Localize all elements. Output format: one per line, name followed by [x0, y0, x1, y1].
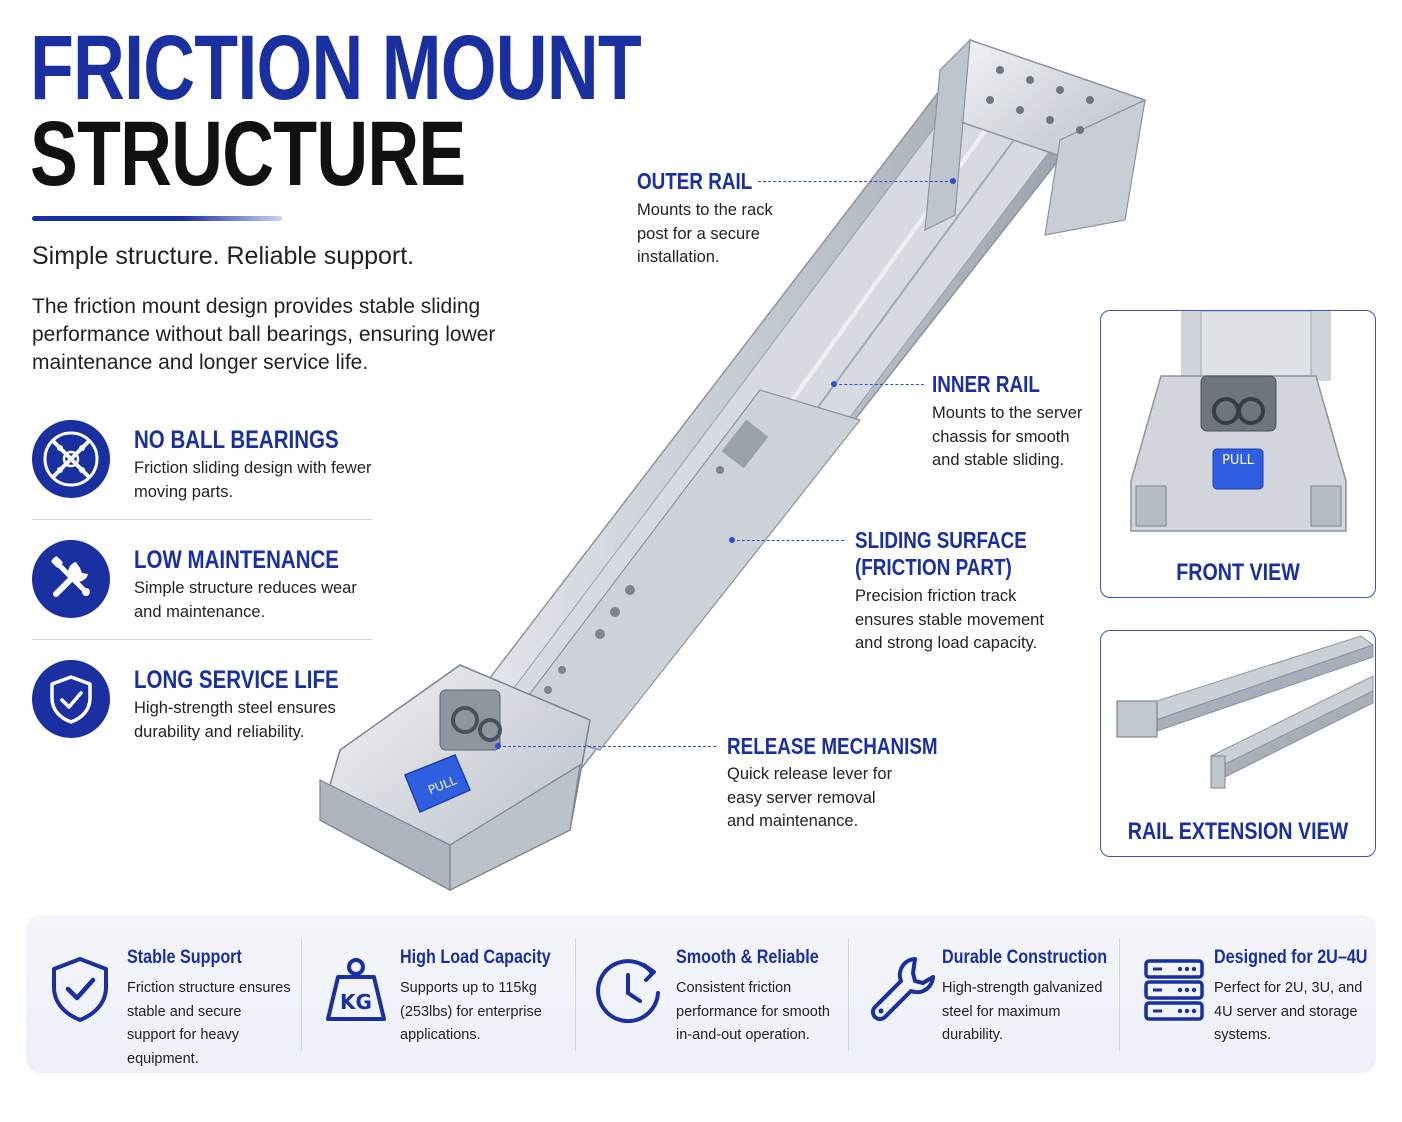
benefit-title: Smooth & Reliable [676, 947, 819, 968]
shield-check-icon [32, 660, 110, 738]
benefit-stable-support: Stable Support Friction structure ensure… [26, 915, 301, 1073]
feature-divider [32, 639, 372, 640]
benefit-title: High Load Capacity [400, 947, 551, 968]
shield-check-icon [52, 957, 108, 1022]
outer-rail-leader-dot [950, 178, 956, 184]
benefit-durable-construction: Durable Construction High-strength galva… [849, 915, 1119, 1073]
benefit-high-load-capacity: KG High Load Capacity Supports up to 115… [302, 915, 575, 1073]
release-lever: PULL [404, 754, 471, 813]
rear-mounting-bracket [924, 38, 1146, 236]
tools-icon [32, 540, 110, 618]
release-mechanism-leader-dot [495, 743, 501, 749]
rail-product-image: PULL [319, 38, 1146, 892]
intro-paragraph: The friction mount design provides stabl… [32, 295, 496, 374]
inner-rail-title: INNER RAIL [932, 371, 1040, 397]
rail-extension-image [1116, 635, 1375, 789]
benefit-title: Durable Construction [942, 947, 1108, 968]
release-mechanism-leader [498, 746, 716, 747]
feature-no-ball-bearings: NO BALL BEARINGS Friction sliding design… [32, 420, 372, 530]
benefit-text: Perfect for 2U, 3U, and 4U server and st… [1214, 980, 1363, 1043]
no-ball-bearings-icon [32, 420, 110, 498]
feature-text: Simple structure reduces wear and mainte… [134, 579, 357, 621]
wrench-icon [870, 957, 935, 1022]
sliding-surface-leader-dot [729, 537, 735, 543]
feature-title: LONG SERVICE LIFE [134, 666, 339, 694]
front-view-label: FRONT VIEW [1176, 559, 1300, 586]
sliding-surface-leader [732, 540, 844, 541]
inner-rail-leader-dot [831, 381, 837, 387]
kg-label: KG [340, 990, 372, 1014]
benefit-title: Designed for 2U–4U [1214, 947, 1368, 968]
benefit-text: Friction structure ensures stable and se… [127, 980, 291, 1067]
outer-rail-text: Mounts to the rack post for a secure ins… [637, 201, 773, 266]
page-title-line-1: FRICTION MOUNT [30, 17, 642, 119]
release-mechanism-title: RELEASE MECHANISM [727, 733, 938, 759]
server-rack-icon [1144, 959, 1204, 1021]
release-mechanism-text: Quick release lever for easy server remo… [727, 765, 893, 830]
feature-text: High-strength steel ensures durability a… [134, 699, 336, 741]
feature-low-maintenance: LOW MAINTENANCE Simple structure reduces… [32, 540, 372, 650]
benefit-separator [301, 939, 302, 1051]
sliding-surface-text: Precision friction track ensures stable … [855, 587, 1044, 652]
benefit-text: Supports up to 115kg (253lbs) for enterp… [400, 980, 542, 1043]
front-view-image: PULL [1130, 311, 1347, 532]
feature-divider [32, 519, 372, 520]
feature-long-service-life: LONG SERVICE LIFE High-strength steel en… [32, 660, 372, 770]
page-title-line-2: STRUCTURE [30, 103, 466, 205]
feature-text: Friction sliding design with fewer movin… [134, 459, 372, 501]
front-view-pull-label: PULL [1222, 453, 1255, 468]
inner-rail-text: Mounts to the server chassis for smooth … [932, 404, 1083, 469]
benefit-separator [575, 939, 576, 1051]
benefit-designed-for-2u-4u: Designed for 2U–4U Perfect for 2U, 3U, a… [1120, 915, 1376, 1073]
benefit-separator [1119, 939, 1120, 1051]
outer-rail-title: OUTER RAIL [637, 168, 753, 194]
sliding-surface-title: SLIDING SURFACE [855, 527, 1027, 553]
clock-icon [596, 959, 660, 1024]
benefit-smooth-reliable: Smooth & Reliable Consistent friction pe… [576, 915, 848, 1073]
feature-title: NO BALL BEARINGS [134, 426, 339, 454]
benefit-separator [848, 939, 849, 1051]
benefit-title: Stable Support [127, 947, 242, 968]
feature-title: LOW MAINTENANCE [134, 546, 339, 574]
kg-weight-icon: KG [326, 958, 386, 1021]
outer-rail-leader [758, 181, 953, 182]
rail-extension-view-label: RAIL EXTENSION VIEW [1127, 818, 1349, 845]
inner-rail [509, 389, 862, 751]
rail-extension-view-panel: RAIL EXTENSION VIEW [1100, 630, 1376, 857]
inner-rail-leader [834, 384, 924, 385]
front-view-panel: PULL FRONT VIEW [1100, 310, 1376, 598]
benefits-bar: Stable Support Friction structure ensure… [26, 915, 1376, 1073]
sliding-surface-subtitle: (FRICTION PART) [855, 554, 1012, 580]
tagline: Simple structure. Reliable support. [32, 242, 415, 270]
benefit-text: Consistent friction performance for smoo… [676, 980, 830, 1043]
title-underline [32, 216, 282, 221]
benefit-text: High-strength galvanized steel for maxim… [942, 980, 1103, 1043]
